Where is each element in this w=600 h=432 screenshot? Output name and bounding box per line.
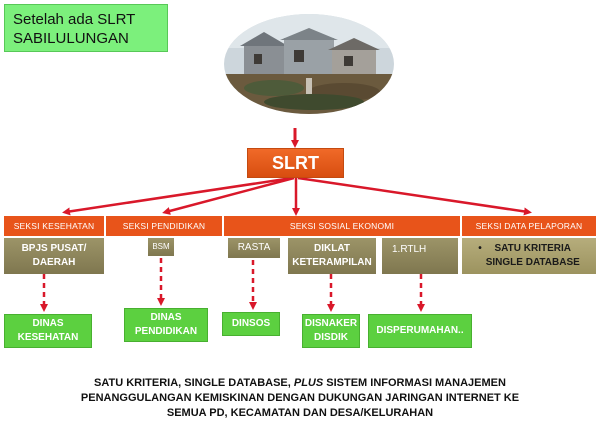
agency-kesehatan-line-2: KESEHATAN bbox=[17, 332, 79, 343]
agency-pendidikan-line-2: PENDIDIKAN bbox=[134, 326, 198, 337]
program-rasta-label: RASTA bbox=[237, 242, 271, 253]
dept-kesehatan: SEKSI KESEHATAN bbox=[4, 216, 104, 236]
program-rasta: RASTA bbox=[228, 238, 280, 258]
program-data: • SATU KRITERIA SINGLE DATABASE bbox=[462, 238, 596, 274]
program-rtlh: 1.RTLH bbox=[382, 238, 458, 274]
program-bpjs-line-2: DAERAH bbox=[32, 257, 76, 268]
title-line-2: SABILULUNGAN bbox=[13, 30, 129, 47]
agency-pendidikan-line-1: DINAS bbox=[150, 312, 182, 323]
dept-pendidikan-label: SEKSI PENDIDIKAN bbox=[122, 221, 206, 231]
agency-disnaker: DISNAKER DISDIK bbox=[302, 314, 360, 348]
agency-disperumahan: DISPERUMAHAN.. bbox=[368, 314, 472, 348]
program-bsm-label: BSM bbox=[152, 242, 170, 251]
footer-line-1-post: SISTEM INFORMASI MANAJEMEN bbox=[323, 377, 506, 389]
agency-disnaker-line-2: DISDIK bbox=[314, 332, 348, 343]
dept-sosial-ekonomi: SEKSI SOSIAL EKONOMI bbox=[224, 216, 460, 236]
dept-kesehatan-label: SEKSI KESEHATAN bbox=[13, 221, 95, 231]
program-diklat: DIKLAT KETERAMPILAN bbox=[288, 238, 376, 274]
slum-photo bbox=[224, 14, 394, 114]
program-data-line-1: SATU KRITERIA bbox=[494, 243, 571, 254]
program-bsm: BSM bbox=[148, 238, 174, 256]
title-line-1: Setelah ada SLRT bbox=[13, 11, 136, 28]
arrow-slrt-pendidikan bbox=[162, 176, 295, 215]
program-rtlh-label: 1.RTLH bbox=[392, 244, 427, 255]
program-bpjs: BPJS PUSAT/ DAERAH bbox=[4, 238, 104, 274]
agency-dinas-pendidikan: DINAS PENDIDIKAN bbox=[124, 308, 208, 342]
program-data-row: • SATU KRITERIA SINGLE DATABASE bbox=[478, 242, 580, 270]
slrt-label: SLRT bbox=[272, 152, 319, 173]
arrow-slrt-kesehatan bbox=[62, 176, 293, 216]
dept-data-pelaporan: SEKSI DATA PELAPORAN bbox=[462, 216, 596, 236]
agency-dinsos: DINSOS bbox=[222, 312, 280, 336]
agency-dinsos-label: DINSOS bbox=[231, 318, 271, 329]
dept-data-pelaporan-label: SEKSI DATA PELAPORAN bbox=[475, 221, 583, 231]
program-data-line-2: SINGLE DATABASE bbox=[485, 257, 580, 268]
program-diklat-line-2: KETERAMPILAN bbox=[292, 257, 372, 268]
title-box: Setelah ada SLRT SABILULUNGAN bbox=[4, 4, 168, 52]
dept-sosial-ekonomi-label: SEKSI SOSIAL EKONOMI bbox=[289, 221, 395, 231]
agency-dinas-kesehatan: DINAS KESEHATAN bbox=[4, 314, 92, 348]
footer-line-2: PENANGGULANGAN KEMISKINAN DENGAN DUKUNGA… bbox=[80, 392, 520, 404]
footer-line-1-em: PLUS bbox=[293, 377, 324, 389]
slrt-node: SLRT bbox=[247, 148, 344, 178]
program-diklat-line-1: DIKLAT bbox=[314, 243, 350, 254]
footer-line-1-pre: SATU KRITERIA, SINGLE DATABASE, bbox=[94, 377, 294, 389]
dept-pendidikan: SEKSI PENDIDIKAN bbox=[106, 216, 222, 236]
footer-caption: SATU KRITERIA, SINGLE DATABASE, PLUS SIS… bbox=[30, 376, 570, 421]
agency-disnaker-line-1: DISNAKER bbox=[304, 318, 358, 329]
program-bpjs-line-1: BPJS PUSAT/ bbox=[21, 243, 87, 254]
agency-kesehatan-line-1: DINAS bbox=[32, 318, 64, 329]
agency-disperumahan-label: DISPERUMAHAN.. bbox=[376, 325, 464, 336]
program-data-text: SATU KRITERIA SINGLE DATABASE bbox=[486, 242, 580, 270]
arrow-slrt-data bbox=[297, 176, 532, 216]
footer-line-3: SEMUA PD, KECAMATAN DAN DESA/KELURAHAN bbox=[166, 407, 434, 419]
footer-line-1: SATU KRITERIA, SINGLE DATABASE, PLUS SIS… bbox=[30, 376, 570, 391]
program-data-bullet: • bbox=[478, 243, 482, 254]
